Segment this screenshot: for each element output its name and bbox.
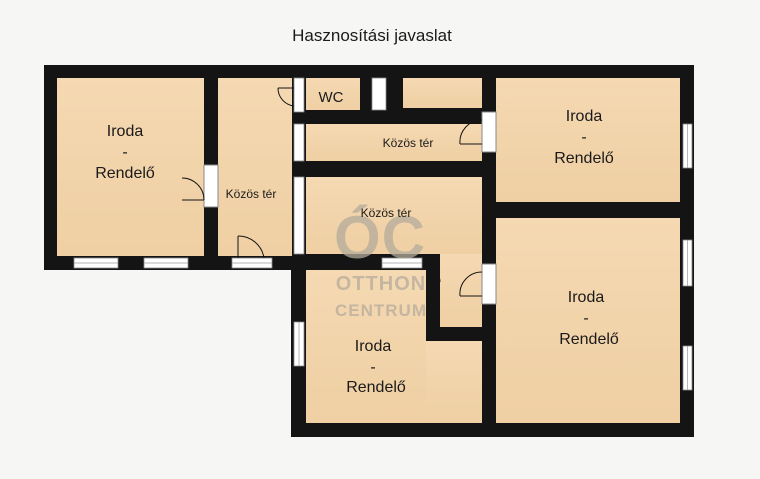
svg-text:Rendelő: Rendelő [559, 331, 619, 348]
door-office-top-left [181, 164, 219, 208]
svg-text:-: - [581, 129, 586, 146]
label-common-top: Közös tér [383, 136, 434, 150]
window-lines [74, 124, 688, 390]
watermark-line2: CENTRUM [335, 301, 427, 320]
passage-window-left-2 [293, 176, 305, 255]
room-passage-top [403, 78, 482, 108]
room-common-middle-lower [440, 254, 482, 327]
label-office-top-right: Iroda - Rendelő [554, 108, 614, 167]
svg-text:Rendelő: Rendelő [554, 150, 614, 167]
passage-window-left [293, 123, 305, 162]
door-wc [277, 87, 295, 107]
svg-text:Iroda: Iroda [566, 108, 603, 125]
partitions [306, 78, 482, 341]
door-office-bottom-right [459, 263, 497, 305]
svg-text:Iroda: Iroda [355, 338, 392, 355]
label-office-bottom-middle: Iroda - Rendelő [346, 338, 406, 396]
svg-text:-: - [370, 359, 375, 376]
window-wc-right [371, 77, 387, 111]
room-common-top [306, 124, 482, 161]
door-office-bottom-middle [425, 267, 441, 283]
label-office-bottom-right: Iroda - Rendelő [559, 289, 619, 348]
plan-title: Hasznosítási javaslat [292, 26, 452, 45]
svg-text:Iroda: Iroda [107, 123, 144, 140]
svg-text:-: - [583, 310, 588, 327]
label-wc: WC [319, 89, 344, 106]
room-labels: Iroda - Rendelő Iroda - Rendelő Iroda - … [95, 89, 619, 396]
watermark-line1: OTTHON [336, 273, 426, 295]
room-common-left [218, 78, 292, 256]
room-office-bottom-right [496, 218, 680, 423]
svg-text:Rendelő: Rendelő [95, 165, 155, 182]
room-common-middle [306, 177, 482, 254]
watermark: ÓC OTTHON CENTRUM [334, 204, 427, 320]
room-office-bottom-middle [306, 270, 426, 423]
room-wc [306, 78, 360, 112]
watermark-logo: ÓC [334, 204, 426, 271]
svg-text:Iroda: Iroda [568, 289, 605, 306]
svg-text:Rendelő: Rendelő [346, 379, 406, 396]
label-office-top-left: Iroda - Rendelő [95, 123, 155, 182]
window-wc [293, 77, 305, 113]
svg-text:-: - [122, 144, 127, 161]
room-office-bottom-middle-extension [426, 340, 482, 423]
label-common-middle: Közös tér [361, 206, 412, 220]
door-common-left [237, 235, 265, 259]
rooms-floor [57, 78, 680, 423]
door-office-top-right [459, 111, 497, 153]
label-common-left: Közös tér [226, 187, 277, 201]
doors [181, 87, 497, 305]
room-office-top-left [57, 78, 204, 256]
room-office-top-right [496, 78, 680, 202]
